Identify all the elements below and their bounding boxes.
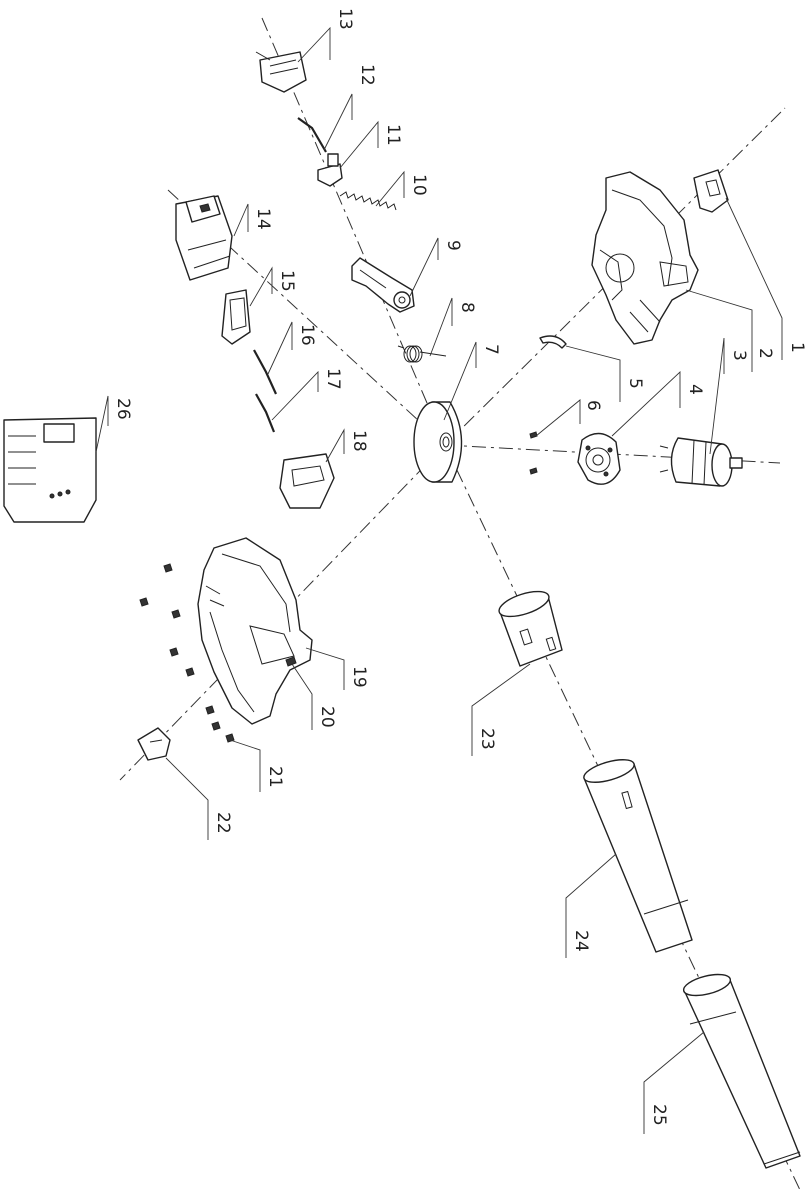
part-2-right-housing xyxy=(591,171,699,345)
part-22-rear-cap xyxy=(137,727,171,761)
part-9-trigger xyxy=(351,257,415,313)
part-25-nozzle xyxy=(682,973,801,1169)
part-label-13: 13 xyxy=(335,8,355,30)
part-7-fan-impeller xyxy=(413,401,463,483)
part-24-blower-tube xyxy=(583,759,693,953)
part-12-wire-lead xyxy=(297,117,327,153)
part-label-24: 24 xyxy=(571,930,591,952)
part-20-screw xyxy=(285,656,297,667)
part-label-17: 17 xyxy=(323,368,343,390)
part-label-5: 5 xyxy=(625,378,645,389)
part-label-11: 11 xyxy=(383,124,403,146)
part-13-switch xyxy=(255,51,307,93)
part-6-screws xyxy=(529,431,538,475)
part-label-6: 6 xyxy=(583,400,603,411)
part-26-charger xyxy=(3,417,97,523)
part-1-cover-plate xyxy=(693,169,729,213)
part-label-9: 9 xyxy=(443,240,463,251)
part-label-20: 20 xyxy=(317,706,337,728)
part-label-10: 10 xyxy=(409,174,429,196)
part-15-terminal-plate xyxy=(221,289,251,345)
part-18-battery-terminal xyxy=(279,453,335,509)
part-17-lead xyxy=(255,393,276,433)
part-label-26: 26 xyxy=(113,398,133,420)
part-label-19: 19 xyxy=(349,666,369,688)
part-5-arc-clip xyxy=(539,335,567,349)
part-16-lead xyxy=(253,349,278,395)
part-label-3: 3 xyxy=(729,350,749,361)
part-label-14: 14 xyxy=(253,208,273,230)
part-21-housing-screws xyxy=(139,563,235,743)
leader-lines xyxy=(95,26,783,1134)
part-3-motor xyxy=(659,437,743,487)
part-10-spring xyxy=(339,191,397,211)
part-label-22: 22 xyxy=(213,812,233,834)
part-8-torsion-spring xyxy=(397,345,447,363)
part-label-18: 18 xyxy=(349,430,369,452)
part-label-16: 16 xyxy=(297,324,317,346)
part-23-tube-coupler xyxy=(498,590,563,667)
part-label-2: 2 xyxy=(755,348,775,359)
part-4-motor-flange xyxy=(577,432,621,485)
part-label-7: 7 xyxy=(481,344,501,355)
part-label-21: 21 xyxy=(265,766,285,788)
part-number-labels: 1 2 3 4 5 6 7 8 9 10 11 12 13 14 15 16 1… xyxy=(113,8,807,1126)
part-label-8: 8 xyxy=(457,302,477,313)
part-label-1: 1 xyxy=(787,342,807,353)
part-label-4: 4 xyxy=(685,384,705,395)
part-11-knob xyxy=(317,153,343,187)
part-label-25: 25 xyxy=(649,1104,669,1126)
part-14-battery-pack xyxy=(175,195,233,281)
part-19-left-housing xyxy=(197,537,313,725)
part-label-12: 12 xyxy=(357,64,377,86)
part-label-15: 15 xyxy=(277,270,297,292)
part-label-23: 23 xyxy=(477,728,497,750)
